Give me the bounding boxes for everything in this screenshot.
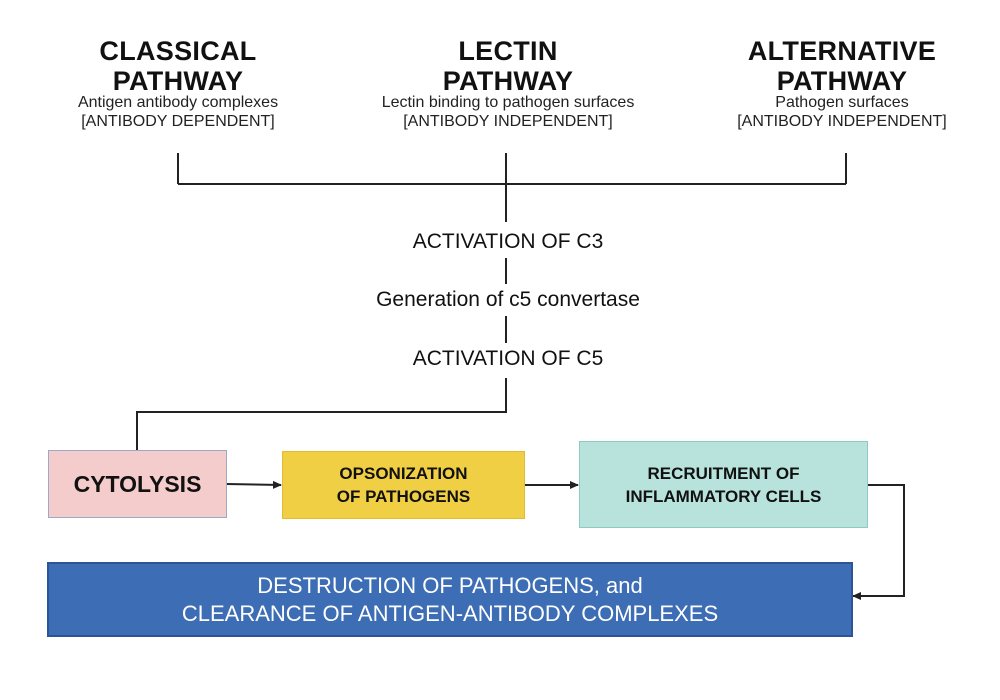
c5-convertase-step: Generation of c5 convertase (376, 288, 640, 311)
lectin-pathway-trigger: Lectin binding to pathogen surfaces (381, 94, 635, 111)
activation-c5-step: ACTIVATION OF C5 (412, 347, 604, 370)
opsonization-label-line2: OF PATHOGENS (336, 487, 471, 506)
recruitment-label-line1: RECRUITMENT OF (647, 463, 800, 483)
opsonization-label-line1: OPSONIZATION (339, 464, 468, 483)
cytolysis-box: CYTOLYSIS (48, 450, 227, 518)
lectin-pathway: LECTIN PATHWAY Lectin binding to pathoge… (338, 36, 678, 131)
destruction-label-line1: DESTRUCTION OF PATHOGENS, and (257, 572, 643, 598)
classical-pathway: CLASSICAL PATHWAY Antigen antibody compl… (38, 36, 318, 131)
classical-pathway-dependency: [ANTIBODY DEPENDENT] (81, 113, 275, 130)
classical-pathway-title: CLASSICAL PATHWAY (99, 36, 257, 96)
alternative-pathway: ALTERNATIVE PATHWAY Pathogen surfaces [A… (706, 36, 978, 131)
classical-pathway-trigger: Antigen antibody complexes (77, 94, 279, 111)
recruitment-to-destruction-arrow (852, 484, 905, 600)
alternative-pathway-dependency: [ANTIBODY INDEPENDENT] (737, 113, 947, 130)
opsonization-box: OPSONIZATION OF PATHOGENS (282, 451, 525, 519)
alternative-pathway-trigger: Pathogen surfaces (775, 94, 909, 111)
activation-c3-step: ACTIVATION OF C3 (412, 230, 604, 253)
lectin-pathway-title: LECTIN PATHWAY (442, 36, 574, 96)
cytolysis-label: CYTOLYSIS (73, 470, 202, 497)
recruitment-label-line2: INFLAMMATORY CELLS (625, 486, 822, 506)
c5-to-cytolysis-line (136, 378, 507, 450)
alternative-pathway-title: ALTERNATIVE PATHWAY (747, 36, 937, 96)
cytolysis-to-opsonization-arrow (225, 480, 282, 489)
destruction-box: DESTRUCTION OF PATHOGENS, and CLEARANCE … (47, 562, 853, 637)
recruitment-box: RECRUITMENT OF INFLAMMATORY CELLS (579, 441, 868, 528)
destruction-label-line2: CLEARANCE OF ANTIGEN-ANTIBODY COMPLEXES (181, 600, 719, 626)
lectin-pathway-dependency: [ANTIBODY INDEPENDENT] (403, 113, 613, 130)
